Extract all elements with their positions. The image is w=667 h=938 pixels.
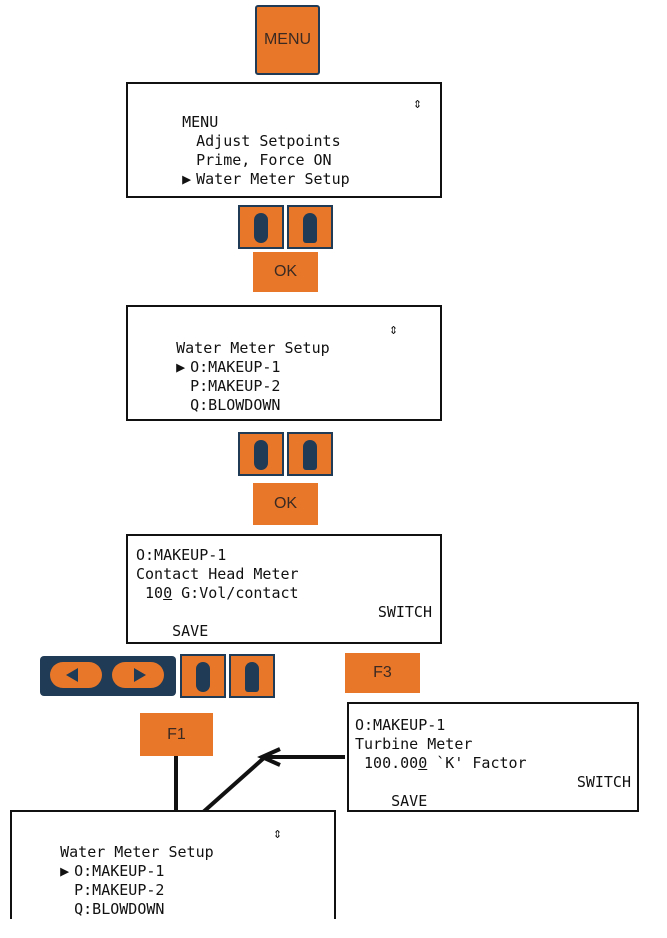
meter-item-o[interactable]: ▶O:MAKEUP-1 xyxy=(60,862,165,880)
scroll-arrows-icon: ⇕ xyxy=(272,824,282,842)
water-meter-title: Water Meter Setup xyxy=(60,843,214,861)
meter-item-p[interactable]: P:MAKEUP-2 xyxy=(74,881,165,899)
down-arrow-key[interactable] xyxy=(238,205,284,249)
lcd-screen-turbine-meter: O:MAKEUP-1 Turbine Meter 100.000 `K' Fac… xyxy=(347,702,639,812)
up-down-keys-3 xyxy=(180,654,275,698)
water-meter-title-row: Water Meter Setup ⇕ xyxy=(24,824,322,861)
meter-name-line: O:MAKEUP-1 xyxy=(136,546,227,564)
f1-button-label: F1 xyxy=(167,725,186,743)
menu-button-label: MENU xyxy=(263,31,312,48)
scroll-arrows-icon: ⇕ xyxy=(412,94,422,112)
f3-button-label: F3 xyxy=(373,664,392,681)
softkey-switch-label[interactable]: SWITCH xyxy=(377,603,432,621)
ok-button[interactable]: OK xyxy=(253,252,318,292)
menu-item-prime-force-on[interactable]: Prime, Force ON xyxy=(196,151,332,169)
meter-item-p[interactable]: P:MAKEUP-2 xyxy=(190,377,281,395)
menu-title-row: MENU ⇕ xyxy=(146,94,422,131)
left-arrow-icon xyxy=(66,668,78,682)
down-arrow-key[interactable] xyxy=(238,432,284,476)
ok-button-label: OK xyxy=(273,495,298,512)
meter-item-q[interactable]: Q:BLOWDOWN xyxy=(190,396,281,414)
left-right-keys xyxy=(40,656,176,696)
meter-value-line[interactable]: 100.000 `K' Factor xyxy=(355,754,527,772)
ok-button[interactable]: OK xyxy=(253,483,318,525)
meter-type-line: Turbine Meter xyxy=(355,735,473,753)
menu-title: MENU xyxy=(182,113,219,131)
softkey-switch-label[interactable]: SWITCH xyxy=(576,773,631,791)
right-arrow-icon xyxy=(134,668,146,682)
water-meter-title-row: Water Meter Setup ⇕ xyxy=(140,320,428,357)
down-arrow-key[interactable] xyxy=(180,654,226,698)
scroll-arrows-icon: ⇕ xyxy=(388,320,398,338)
flow-arrows xyxy=(162,747,345,837)
meter-item-o[interactable]: ▶O:MAKEUP-1 xyxy=(176,358,281,376)
lcd-screen-water-meter-setup-return: Water Meter Setup ⇕ ▶O:MAKEUP-1 P:MAKEUP… xyxy=(10,810,336,919)
lcd-screen-water-meter-setup: Water Meter Setup ⇕ ▶O:MAKEUP-1 P:MAKEUP… xyxy=(126,305,442,421)
edit-cursor: 0 xyxy=(418,754,428,772)
up-arrow-key[interactable] xyxy=(229,654,275,698)
lcd-screen-menu: MENU ⇕ Adjust Setpoints Prime, Force ON … xyxy=(126,82,442,198)
menu-button[interactable]: MENU xyxy=(255,5,320,75)
f3-button[interactable]: F3 xyxy=(345,653,420,693)
up-down-keys-1 xyxy=(238,205,333,249)
softkey-save-label[interactable]: SAVE xyxy=(391,792,428,810)
meter-name-line: O:MAKEUP-1 xyxy=(355,716,446,734)
up-arrow-key[interactable] xyxy=(287,205,333,249)
menu-item-adjust-setpoints[interactable]: Adjust Setpoints xyxy=(196,132,341,150)
up-arrow-key[interactable] xyxy=(287,432,333,476)
left-arrow-key[interactable] xyxy=(50,662,102,688)
meter-type-line: Contact Head Meter xyxy=(136,565,299,583)
f1-button[interactable]: F1 xyxy=(140,713,213,756)
softkey-row: SAVE SWITCH xyxy=(355,773,631,810)
softkey-row: SAVE SWITCH xyxy=(136,603,432,640)
edit-cursor: 0 xyxy=(163,584,173,602)
selection-pointer-icon: ▶ xyxy=(176,358,186,376)
up-down-keys-2 xyxy=(238,432,333,476)
meter-value-line[interactable]: 100 G:Vol/contact xyxy=(136,584,299,602)
selection-pointer-icon: ▶ xyxy=(182,170,192,188)
water-meter-title: Water Meter Setup xyxy=(176,339,330,357)
lcd-screen-contact-head-meter: O:MAKEUP-1 Contact Head Meter 100 G:Vol/… xyxy=(126,534,442,644)
selection-pointer-icon: ▶ xyxy=(60,862,70,880)
softkey-save-label[interactable]: SAVE xyxy=(172,622,209,640)
meter-item-q[interactable]: Q:BLOWDOWN xyxy=(74,900,165,918)
menu-item-water-meter-setup[interactable]: ▶Water Meter Setup xyxy=(182,170,350,188)
ok-button-label: OK xyxy=(273,263,298,280)
right-arrow-key[interactable] xyxy=(112,662,164,688)
